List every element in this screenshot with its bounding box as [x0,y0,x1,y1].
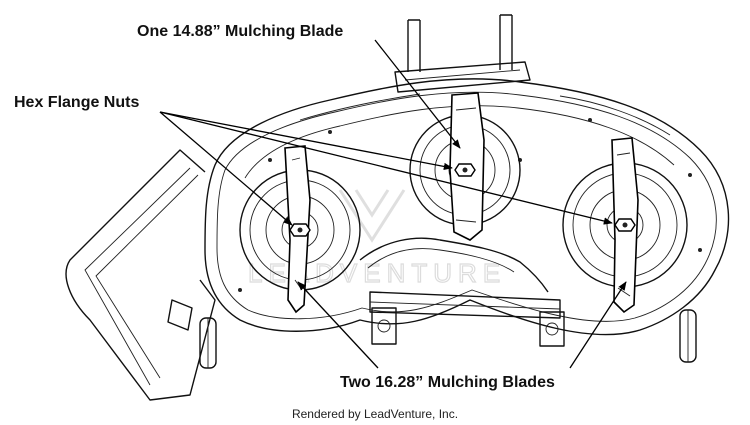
hex-nuts-leaders [159,111,613,226]
left-anti-scalp-wheel [199,317,217,369]
side-blades-label: Two 16.28” Mulching Blades [340,374,555,391]
hex-nuts-label: Hex Flange Nuts [14,94,139,111]
top-blade-label: One 14.88” Mulching Blade [137,23,343,40]
discharge-chute [65,149,216,401]
right-anti-scalp-wheel [679,309,697,363]
watermark-text: LEADVENTURE [248,258,506,288]
center-hex-flange-nut [454,163,476,177]
front-bracket [369,291,565,347]
top-blade-leader [374,39,461,149]
right-hex-flange-nut [614,218,636,232]
side-blades-leaders [297,281,627,369]
mower-deck-housing [204,78,730,336]
credit-text: Rendered by LeadVenture, Inc. [292,407,458,421]
left-hex-flange-nut [289,223,311,237]
